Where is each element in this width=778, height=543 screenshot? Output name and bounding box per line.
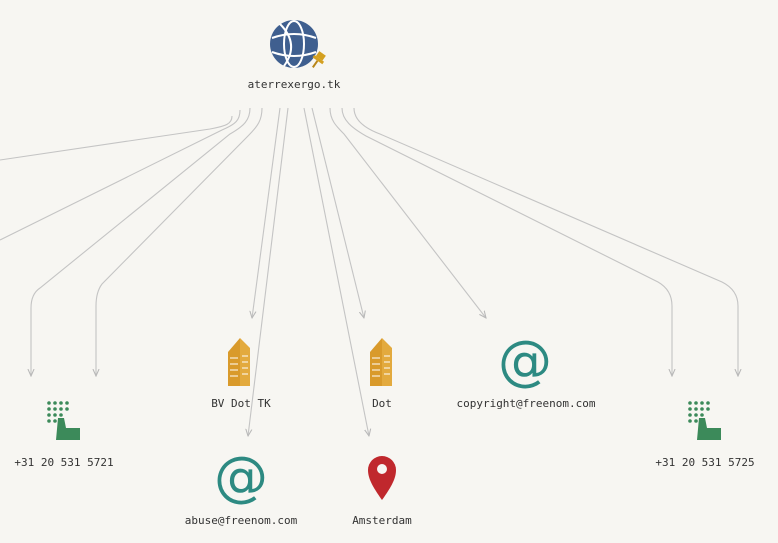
node-email-1[interactable]: @ abuse@freenom.com xyxy=(185,445,298,527)
pin-icon xyxy=(312,51,326,68)
edge-offscreen-2 xyxy=(0,109,241,241)
edge-to-phone1-b xyxy=(96,107,263,376)
edge-to-phone1 xyxy=(31,107,251,376)
node-label: Amsterdam xyxy=(352,514,412,527)
edge-to-location1 xyxy=(303,107,369,436)
at-sign-icon: @ xyxy=(498,329,552,392)
node-label: abuse@freenom.com xyxy=(185,514,298,527)
at-sign-icon: @ xyxy=(214,445,268,508)
node-phone-2[interactable]: +31 20 531 5725 xyxy=(655,401,755,469)
edges xyxy=(0,107,738,436)
phone-keypad-icon xyxy=(688,401,721,440)
node-phone-1[interactable]: +31 20 531 5721 xyxy=(14,401,114,469)
edge-to-org1 xyxy=(252,107,281,318)
node-location-1[interactable]: Amsterdam xyxy=(352,456,412,527)
node-label: Dot xyxy=(372,397,392,410)
root-label: aterrexergo.tk xyxy=(248,78,341,91)
node-label: copyright@freenom.com xyxy=(456,397,595,410)
edge-to-email2 xyxy=(329,107,486,318)
phone-keypad-icon xyxy=(47,401,80,440)
node-label: +31 20 531 5725 xyxy=(655,456,754,469)
map-pin-icon xyxy=(368,456,396,500)
edge-to-org2 xyxy=(311,107,364,318)
edge-offscreen-1 xyxy=(0,115,233,161)
building-icon xyxy=(370,338,392,386)
node-label: +31 20 531 5721 xyxy=(14,456,113,469)
edge-to-phone2 xyxy=(341,107,672,376)
building-icon xyxy=(228,338,250,386)
node-org-2[interactable]: Dot xyxy=(370,338,392,410)
node-org-1[interactable]: BV Dot TK xyxy=(211,338,271,410)
node-label: BV Dot TK xyxy=(211,397,271,410)
edge-to-email1 xyxy=(248,107,289,436)
root-node[interactable]: aterrexergo.tk xyxy=(248,20,341,91)
edge-to-phone2-b xyxy=(353,107,738,376)
node-email-2[interactable]: @ copyright@freenom.com xyxy=(456,329,595,410)
domain-globe-icon xyxy=(270,20,318,68)
